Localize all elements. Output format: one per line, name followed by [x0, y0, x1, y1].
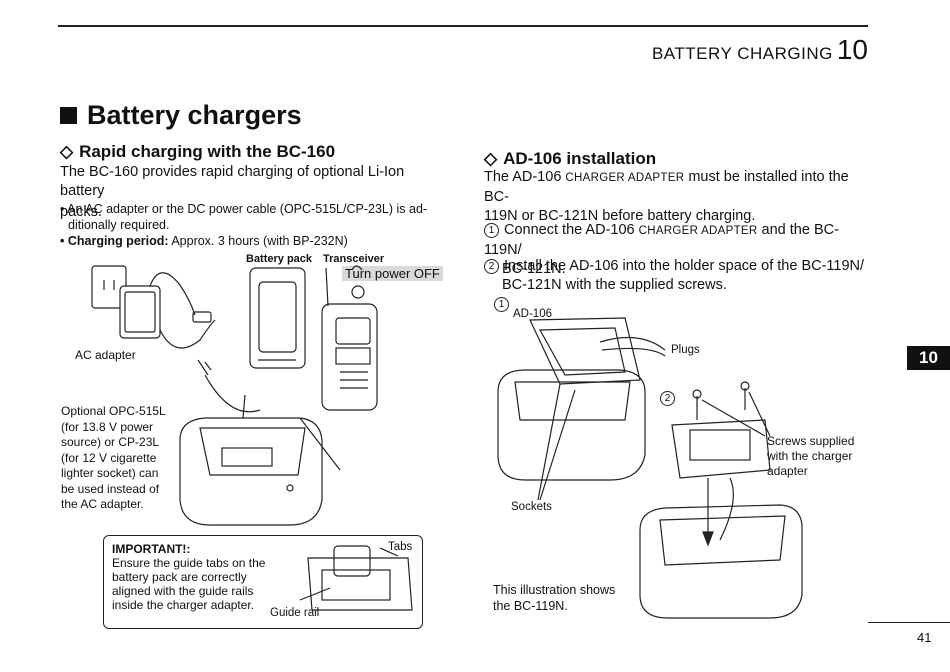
guide-rail-inset-icon [299, 545, 413, 611]
transceiver-label: Transceiver [323, 253, 385, 265]
top-rule [58, 25, 868, 27]
transceiver-icon [321, 265, 378, 411]
ad106-label: AD-106 [513, 308, 552, 320]
ad106-fig1-icon [497, 317, 666, 501]
page-number: 41 [917, 630, 932, 645]
right-intro: The AD-106 CHARGER ADAPTER must be insta… [484, 169, 849, 224]
battery-pack-label: Battery pack [246, 253, 313, 265]
right-heading: ◇ AD-106 installation [484, 149, 657, 168]
figure-2-marker: 2 [660, 389, 680, 407]
illustration-note: This illustration shows the BC-119N. [493, 583, 616, 613]
section-title: BATTERY CHARGING [651, 44, 833, 63]
optional-cable-note: Optional OPC-515L (for 13.8 V power sour… [61, 404, 166, 511]
guide-rail-label: Guide rail [270, 607, 320, 619]
left-intro: The BC-160 provides rapid charging of op… [60, 164, 405, 220]
left-bullets: • An AC adapter or the DC power cable (O… [60, 202, 428, 248]
battery-pack-icon [249, 267, 306, 369]
square-bullet-icon [60, 107, 77, 124]
charger-bc160-icon [179, 394, 341, 526]
turn-power-off-label: Turn power OFF [342, 266, 443, 281]
chapter-number: 10 [836, 34, 868, 65]
important-box [103, 535, 423, 629]
ac-adapter-icon [91, 265, 261, 413]
page-title: Battery chargers [60, 100, 302, 131]
important-text: IMPORTANT!: Ensure the guide tabs on the… [112, 542, 266, 612]
plugs-label: Plugs [671, 344, 700, 356]
figure-1-marker: 1 [494, 295, 514, 313]
bottom-rule [868, 622, 950, 623]
chapter-side-tab: 10 [907, 346, 950, 370]
diamond-icon: ◇ [484, 149, 498, 168]
tabs-label: Tabs [388, 541, 413, 553]
left-heading: ◇ Rapid charging with the BC-160 [60, 142, 336, 161]
screws-label: Screws supplied with the charger adapter [767, 434, 855, 478]
ad106-fig2-icon [639, 381, 803, 619]
sockets-label: Sockets [511, 501, 552, 513]
ac-adapter-label: AC adapter [75, 348, 136, 362]
running-header: BATTERY CHARGING 10 [652, 34, 868, 66]
diamond-icon: ◇ [60, 142, 74, 161]
